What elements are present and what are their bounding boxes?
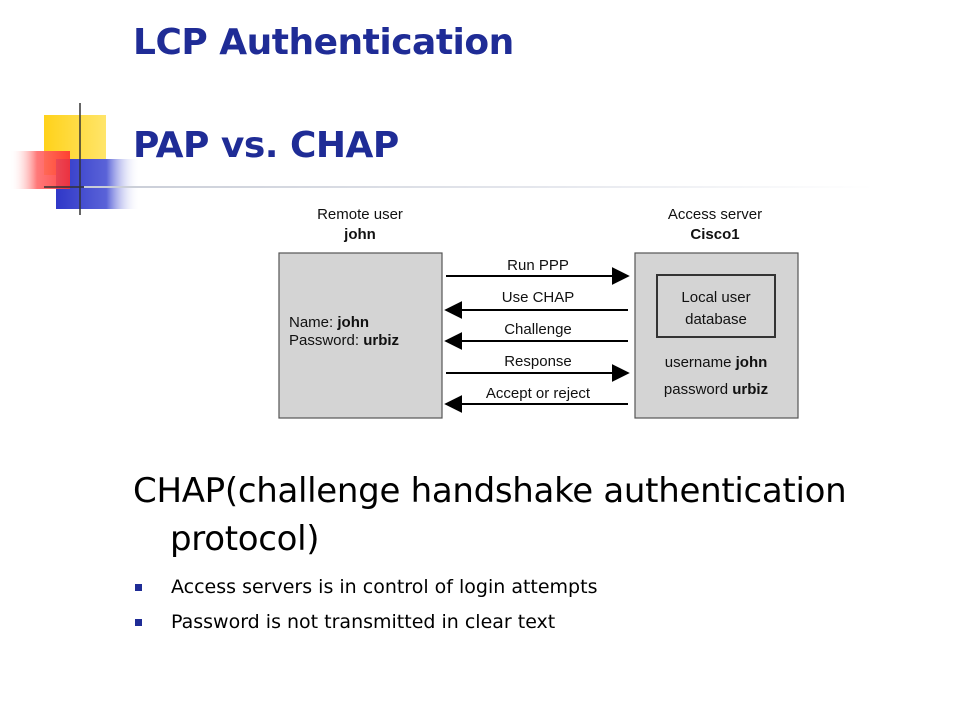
bullet-square-icon — [135, 619, 142, 626]
decorative-squares — [10, 103, 140, 215]
bullet-item: Access servers is in control of login at… — [133, 573, 597, 608]
message-label-response: Response — [504, 353, 572, 370]
client-name-value: john — [336, 314, 369, 331]
svg-text:password urbiz: password urbiz — [664, 381, 768, 398]
server-username-label: username — [665, 354, 732, 371]
local-db-line1: Local user — [681, 289, 750, 306]
chap-exchange-diagram: Remote user john Access server Cisco1 Na… — [278, 206, 799, 419]
svg-text:Password: urbiz: Password: urbiz — [289, 332, 399, 349]
page-subtitle: PAP vs. CHAP — [133, 125, 399, 166]
remote-user-role: Remote user — [317, 206, 403, 223]
svg-text:Name: john: Name: john — [289, 314, 369, 331]
client-name-label: Name: — [289, 314, 333, 331]
page-title: LCP Authentication — [133, 22, 514, 63]
message-label-use-chap: Use CHAP — [502, 289, 575, 306]
message-label-accept-or-reject: Accept or reject — [486, 385, 591, 402]
deco-red-square — [10, 151, 70, 189]
client-password-label: Password: — [289, 332, 359, 349]
title-divider — [84, 186, 874, 188]
access-server-name: Cisco1 — [690, 226, 739, 243]
server-password-label: password — [664, 381, 728, 398]
remote-user-name: john — [343, 226, 376, 243]
access-server-role: Access server — [668, 206, 762, 223]
server-username-value: john — [735, 354, 768, 371]
local-user-database-box — [656, 274, 776, 338]
remote-user-box — [278, 252, 443, 419]
bullet-square-icon — [135, 584, 142, 591]
bullet-text: Access servers is in control of login at… — [171, 576, 598, 598]
chap-heading: CHAP(challenge handshake authentication … — [133, 471, 847, 559]
svg-text:username john: username john — [665, 354, 768, 371]
client-password-value: urbiz — [363, 332, 399, 349]
bullet-item: Password is not transmitted in clear tex… — [133, 608, 597, 643]
server-password-value: urbiz — [732, 381, 768, 398]
bullet-list: Access servers is in control of login at… — [133, 573, 597, 643]
message-label-run-ppp: Run PPP — [507, 257, 569, 274]
bullet-text: Password is not transmitted in clear tex… — [171, 611, 556, 633]
message-label-challenge: Challenge — [504, 321, 572, 338]
local-db-line2: database — [685, 311, 747, 328]
